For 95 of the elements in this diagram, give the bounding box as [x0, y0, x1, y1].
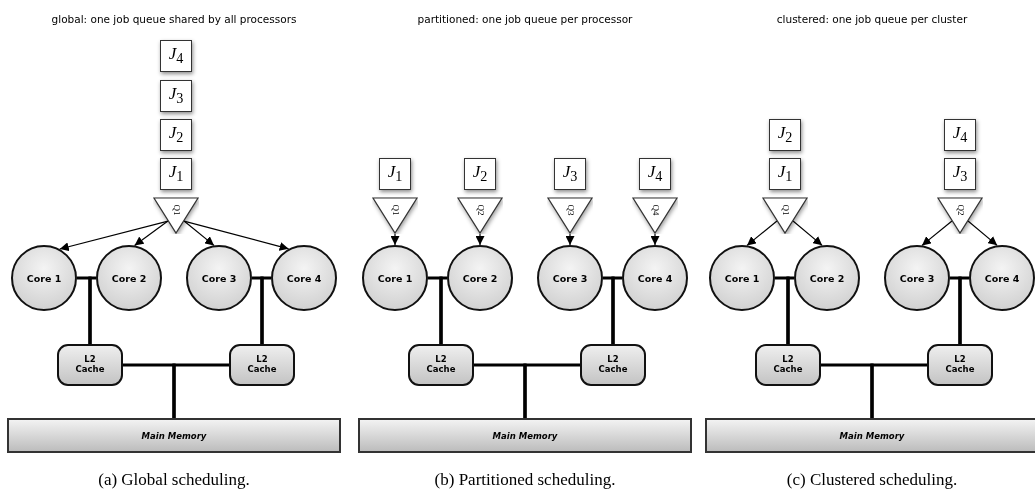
queue-triangle	[547, 197, 593, 234]
node-label: Core 1	[377, 272, 413, 284]
panel-heading: clustered: one job queue per cluster	[776, 13, 968, 25]
node-label: Core 4	[984, 272, 1020, 284]
queue-label: Q1	[390, 204, 400, 216]
arrow	[792, 220, 823, 246]
job-label: J$_{1}$	[777, 162, 793, 186]
node-label: Main Memory	[141, 430, 207, 441]
queue-label: Q1	[171, 204, 181, 216]
arrow	[59, 220, 169, 252]
node-label: Core 2	[111, 272, 147, 284]
arrow	[133, 220, 169, 247]
job-box	[160, 80, 192, 112]
panel-heading: global: one job queue shared by all processors	[51, 13, 297, 25]
job-label: J$_{3}$	[952, 162, 968, 186]
queue-triangle	[762, 197, 808, 234]
node-label: Main Memory	[839, 430, 905, 441]
node-label: Core 2	[809, 272, 845, 284]
job-box	[944, 119, 976, 151]
node-label: Main Memory	[492, 430, 558, 441]
memory-bar	[7, 418, 341, 453]
job-label: J$_{2}$	[472, 162, 488, 186]
node-label: L2 Cache	[425, 355, 457, 375]
job-box	[464, 158, 496, 190]
cache-box	[580, 344, 646, 386]
arrow	[183, 220, 290, 251]
queue-triangle	[937, 197, 983, 234]
panel-heading: partitioned: one job queue per processor	[417, 13, 633, 25]
queue-label: Q2	[475, 204, 485, 216]
connector-line	[88, 276, 96, 344]
connector-line	[523, 363, 580, 418]
queue-label: Q2	[955, 204, 965, 216]
job-label: J$_{4}$	[952, 123, 968, 147]
node-label: L2 Cache	[597, 355, 629, 375]
job-box	[554, 158, 586, 190]
node-label: Core 4	[286, 272, 322, 284]
arrow	[565, 233, 575, 246]
arrow	[390, 233, 400, 246]
connector-line	[958, 276, 969, 344]
cache-box	[229, 344, 295, 386]
job-box	[160, 158, 192, 190]
job-box	[769, 119, 801, 151]
queue-label: Q3	[565, 204, 575, 216]
connector-line	[260, 276, 271, 344]
node-label: L2 Cache	[74, 355, 106, 375]
node-label: L2 Cache	[246, 355, 278, 375]
arrow	[921, 220, 953, 246]
job-box	[379, 158, 411, 190]
node-label: Core 3	[201, 272, 237, 284]
cache-box	[408, 344, 474, 386]
queue-label: Q1	[780, 204, 790, 216]
memory-bar	[358, 418, 692, 453]
node-label: Core 2	[462, 272, 498, 284]
job-label: J$_{2}$	[168, 123, 184, 147]
job-box	[944, 158, 976, 190]
cache-box	[927, 344, 993, 386]
connector-line	[870, 363, 927, 418]
job-label: J$_{1}$	[168, 162, 184, 186]
connector-line	[786, 276, 794, 344]
job-label: J$_{3}$	[168, 84, 184, 108]
job-label: J$_{4}$	[647, 162, 663, 186]
connector-line	[611, 276, 622, 344]
job-box	[639, 158, 671, 190]
connector-line	[172, 363, 229, 418]
node-label: Core 1	[26, 272, 62, 284]
queue-triangle	[457, 197, 503, 234]
node-label: Core 3	[899, 272, 935, 284]
job-box	[160, 119, 192, 151]
queue-label: Q4	[650, 204, 660, 216]
job-box	[769, 158, 801, 190]
memory-bar	[705, 418, 1035, 453]
arrow	[183, 220, 215, 246]
cache-box	[755, 344, 821, 386]
job-label: J$_{4}$	[168, 44, 184, 68]
arrow	[746, 220, 778, 246]
job-box	[160, 40, 192, 72]
figure-caption: (b) Partitioned scheduling.	[434, 470, 616, 490]
figure-caption: (c) Clustered scheduling.	[786, 470, 958, 490]
node-label: Core 4	[637, 272, 673, 284]
node-label: Core 3	[552, 272, 588, 284]
queue-triangle	[372, 197, 418, 234]
arrow	[650, 233, 660, 246]
node-label: L2 Cache	[944, 355, 976, 375]
figure-caption: (a) Global scheduling.	[98, 470, 250, 490]
job-label: J$_{1}$	[387, 162, 403, 186]
job-label: J$_{3}$	[562, 162, 578, 186]
node-label: L2 Cache	[772, 355, 804, 375]
job-label: J$_{2}$	[777, 123, 793, 147]
arrow	[475, 233, 485, 246]
queue-triangle	[153, 197, 199, 234]
queue-triangle	[632, 197, 678, 234]
node-label: Core 1	[724, 272, 760, 284]
connector-line	[439, 276, 447, 344]
cache-box	[57, 344, 123, 386]
arrow	[967, 220, 998, 246]
